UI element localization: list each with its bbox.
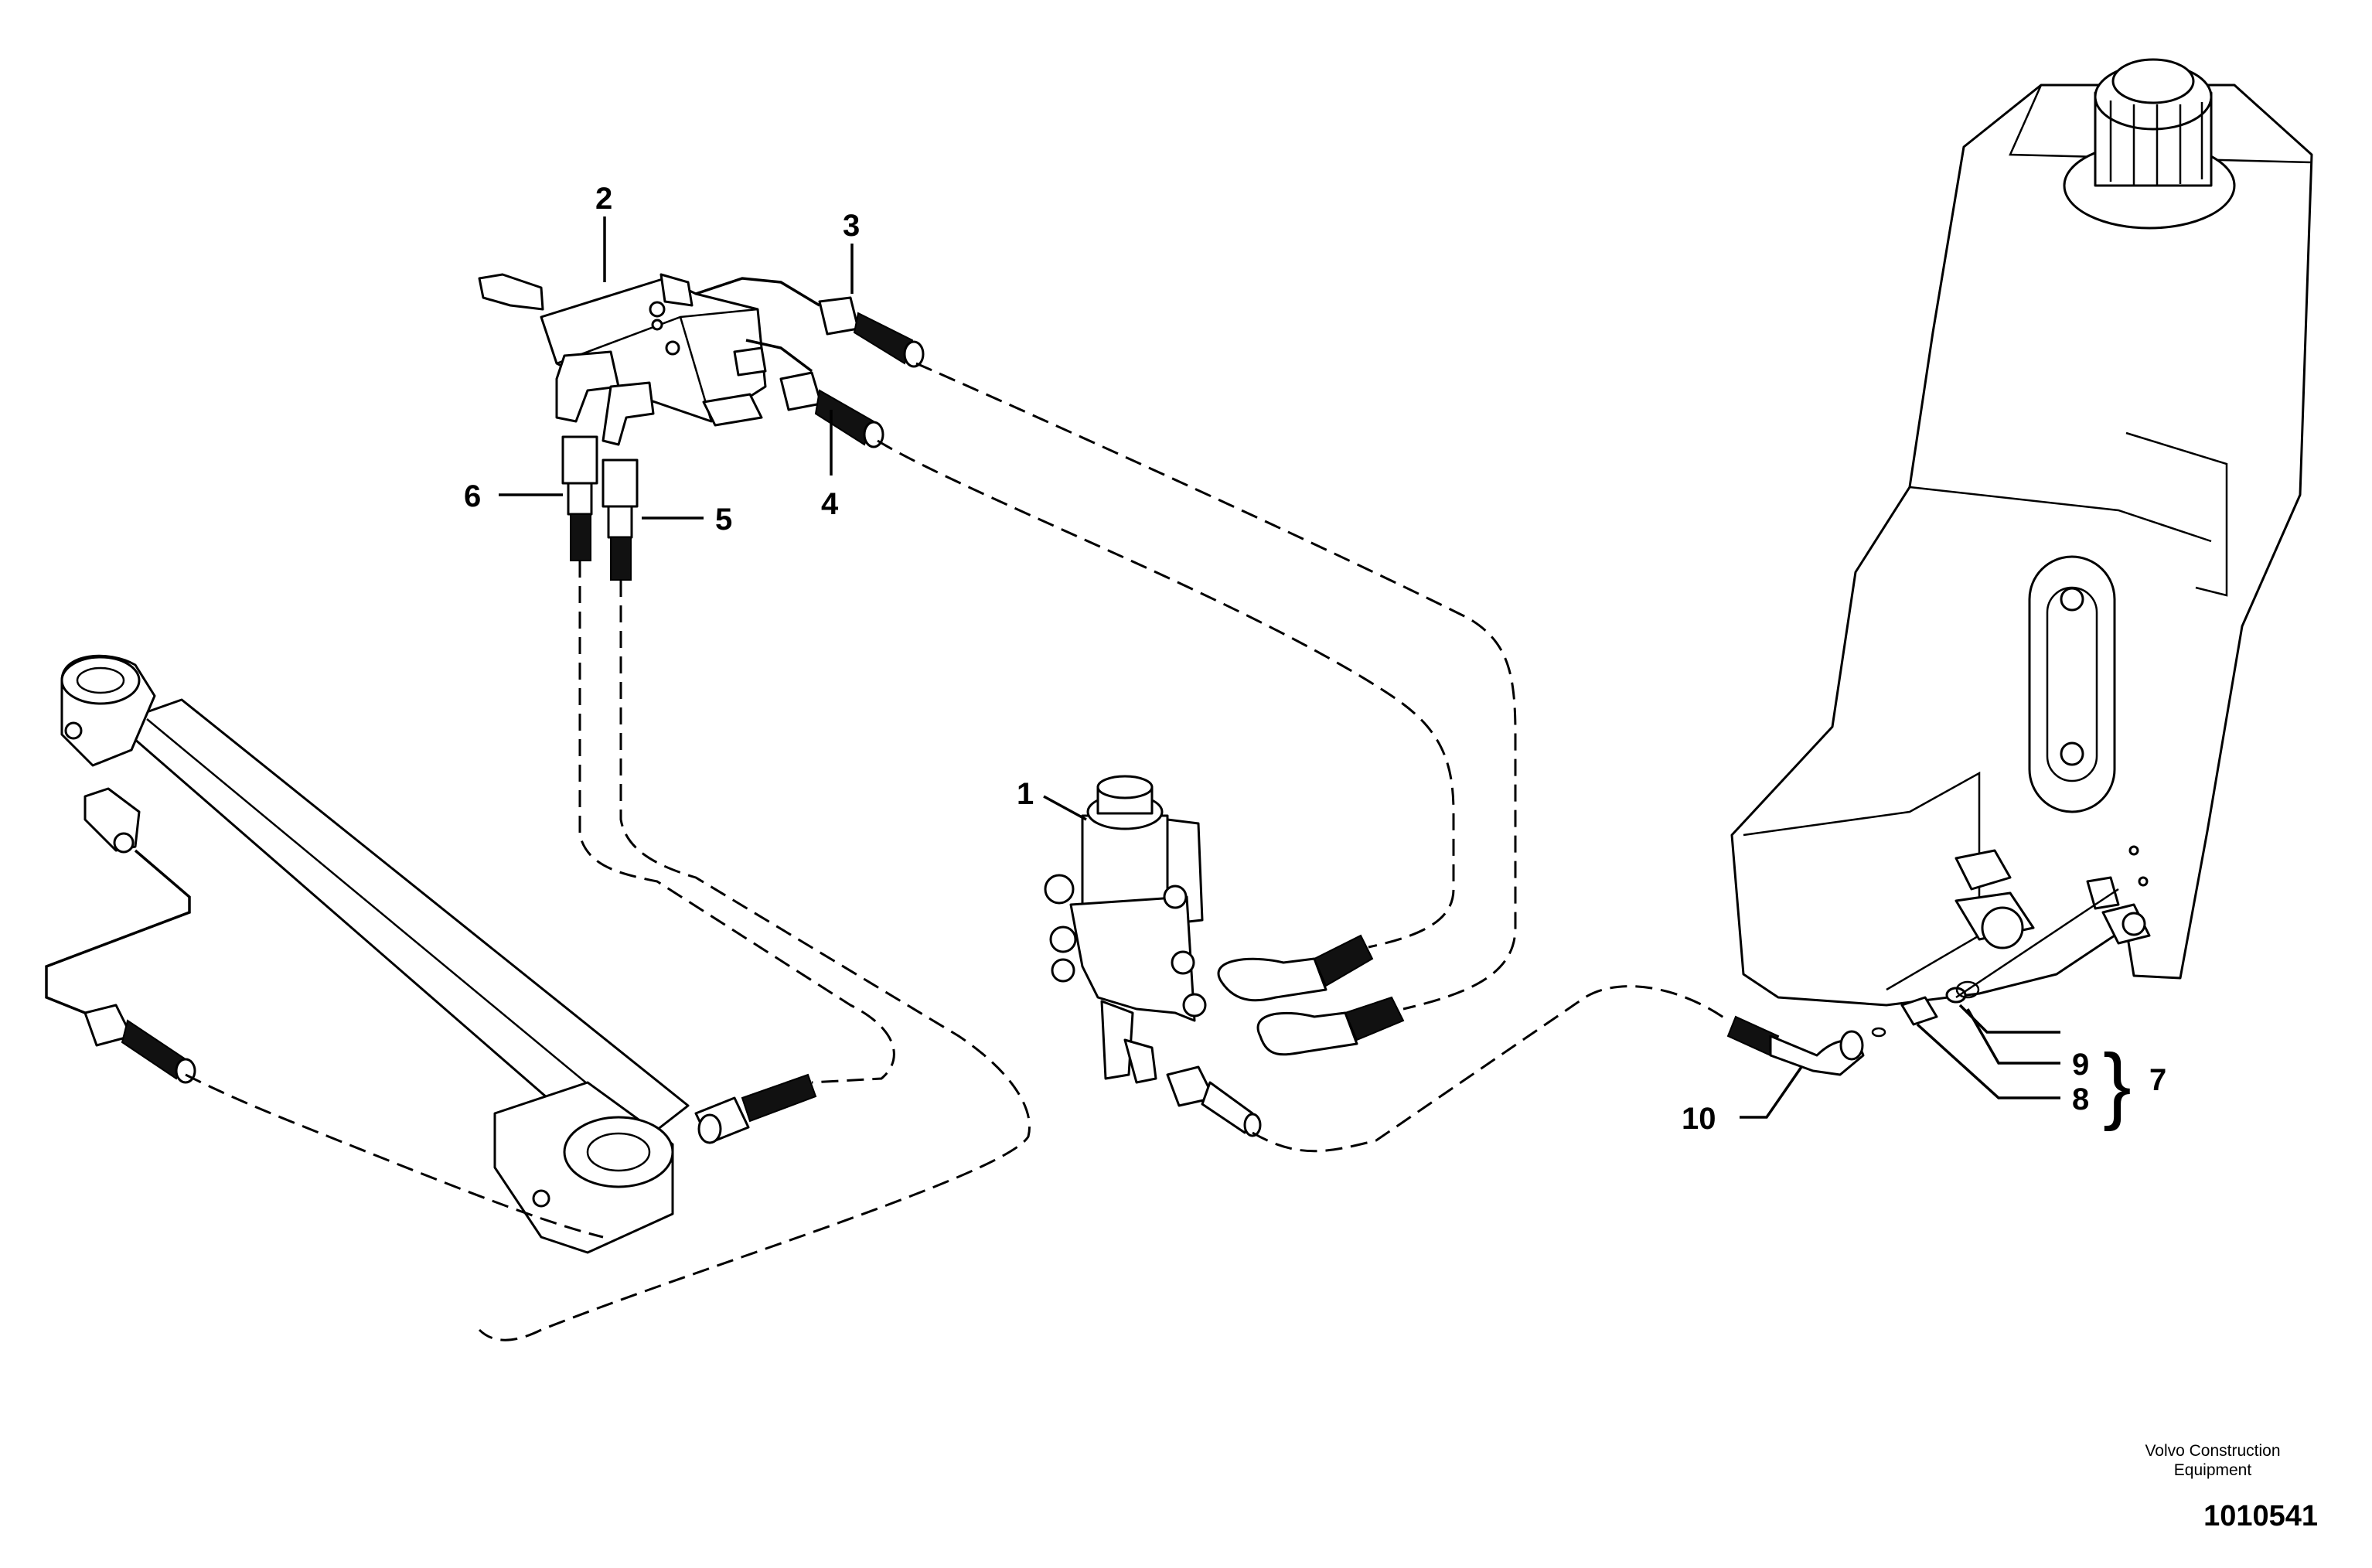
callout-8: 8 [2072, 1082, 2089, 1116]
hose-fitting-valve-straight [1166, 1065, 1262, 1137]
hose-fitting-10 [1726, 1015, 1865, 1076]
valve-block [478, 273, 767, 446]
connection-lines [45, 277, 2119, 1014]
tank-port-fittings [1955, 845, 2151, 949]
hose-fitting-6 [561, 435, 598, 561]
callout-brace: } [2103, 1037, 2132, 1132]
hose-fitting-4 [779, 371, 884, 448]
manufacturer-line-1: Volvo Construction [2145, 1442, 2281, 1460]
filler-cap [2063, 58, 2236, 230]
hose-fitting-5 [602, 458, 639, 581]
callout-9: 9 [2072, 1048, 2089, 1082]
callout-7: 7 [2149, 1063, 2166, 1097]
hose-fitting-3 [818, 296, 925, 368]
hose-lines [185, 362, 1729, 1341]
hydraulic-tank [1730, 58, 2313, 1007]
callout-4: 4 [821, 487, 839, 521]
callout-5: 5 [715, 503, 732, 537]
leader-lines [499, 216, 2060, 1119]
callout-10: 10 [1682, 1102, 1716, 1136]
manufacturer-credit: Volvo Construction Equipment [2097, 1441, 2329, 1480]
hose-fitting-valve-elbow-lower [1256, 996, 1405, 1056]
document-number: 1010541 [2203, 1500, 2318, 1532]
adapter-seal-parts [1871, 980, 1980, 1038]
hydraulic-cylinder [60, 654, 690, 1254]
hose-fitting-valve-elbow-upper [1217, 934, 1374, 1002]
control-valve [1044, 775, 1207, 1084]
hose-fitting-cylinder-head [694, 1073, 817, 1144]
callout-6: 6 [464, 479, 481, 513]
hose-fitting-cylinder-rod [83, 1004, 196, 1084]
callout-2: 2 [595, 182, 612, 216]
callout-3: 3 [843, 209, 860, 243]
callout-1: 1 [1017, 777, 1034, 811]
manufacturer-line-2: Equipment [2173, 1461, 2252, 1479]
